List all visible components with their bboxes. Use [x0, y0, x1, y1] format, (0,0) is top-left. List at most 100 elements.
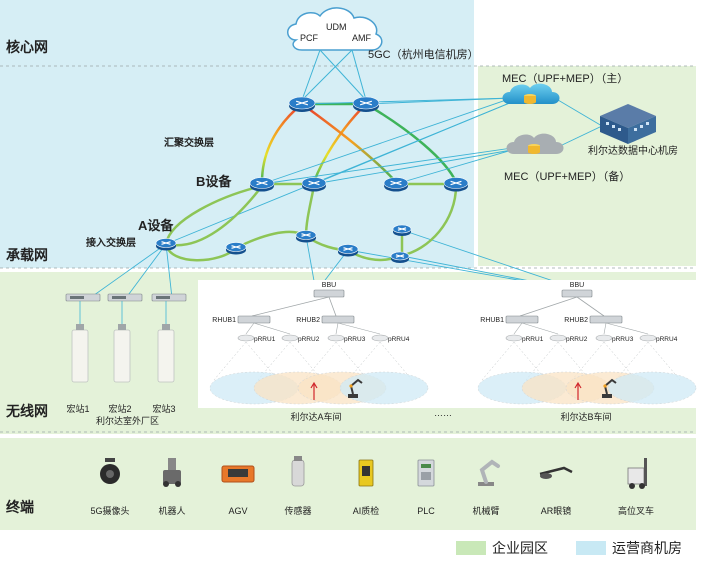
prru-label: pRRU1: [254, 336, 276, 343]
prru-label: pRRU1: [522, 336, 544, 343]
core-links: [301, 49, 367, 101]
ai-inspection-icon: [358, 459, 374, 487]
layer-label-core: 核心网: [6, 39, 48, 55]
enterprise-zone-terminal: [0, 438, 696, 530]
prru-icon: [505, 334, 523, 342]
terminal-label: 机器人: [158, 505, 185, 516]
antenna-icon: [113, 329, 131, 383]
rhub-icon: [589, 315, 623, 324]
router-group: [155, 96, 469, 263]
macro-site-label: 宏站1: [66, 403, 89, 414]
prru-icon: [327, 334, 345, 342]
router-a-5: [392, 224, 412, 236]
robot-icon: [163, 458, 181, 487]
router-b-1: [249, 177, 275, 192]
router-a-1: [155, 238, 177, 251]
bbu-icon: [313, 289, 345, 298]
outdoor-label: 利尔达室外厂区: [96, 415, 159, 426]
prru-icon: [371, 334, 389, 342]
terminal-label: 机械臂: [472, 505, 499, 516]
datacenter-label: 利尔达数据中心机房: [588, 144, 678, 157]
legend-operator-swatch: [576, 541, 606, 555]
legend-operator-label: 运营商机房: [612, 540, 682, 556]
prru-label: pRRU4: [656, 336, 678, 343]
plc-icon: [417, 459, 435, 487]
core-caption: 5GC（杭州电信机房）: [368, 47, 479, 61]
prru-icon: [549, 334, 567, 342]
core-cloud: UDM PCF AMF: [287, 7, 383, 51]
terminal-label: AI质检: [353, 505, 380, 516]
prru-icon: [639, 334, 657, 342]
coverage-area: [339, 371, 429, 405]
terminal-5: AI质检: [353, 459, 380, 516]
mec-primary-label: MEC（UPF+MEP）（主）: [502, 72, 628, 85]
rhub-label: RHUB1: [212, 317, 236, 324]
legend-enterprise-swatch: [456, 541, 486, 555]
robotic-arm-icon: [478, 459, 500, 486]
terminal-label: 5G摄像头: [90, 505, 129, 516]
terminal-4: 传感器: [284, 456, 312, 516]
terminal-label: AR眼镜: [541, 505, 572, 516]
camera-icon: [100, 458, 120, 484]
prru-label: pRRU2: [298, 336, 320, 343]
mec-primary-cloud-icon: [502, 83, 560, 104]
router-core-1: [288, 96, 316, 112]
label-a-device: A设备: [138, 218, 174, 233]
layer-separators: [0, 65, 696, 433]
cloud-amf: AMF: [352, 33, 372, 43]
layer-label-wireless: 无线网: [5, 403, 48, 419]
prru-icon: [281, 334, 299, 342]
macro-site-3: 宏站3: [151, 293, 187, 414]
macro-site-label: 宏站3: [152, 403, 175, 414]
agv-icon: [221, 465, 255, 483]
label-aggregation: 汇聚交换层: [164, 136, 214, 149]
cloud-udm: UDM: [326, 22, 347, 32]
rhub-label: RHUB2: [296, 317, 320, 324]
router-a-3: [295, 230, 317, 243]
terminal-label: PLC: [417, 506, 435, 516]
macro-sites: 宏站1 宏站2 宏站3: [65, 293, 187, 414]
workshop-name: 利尔达A车间: [290, 411, 341, 422]
router-b-4: [443, 177, 469, 192]
prru-label: pRRU3: [344, 336, 366, 343]
antenna-icon: [157, 329, 175, 383]
prru-icon: [237, 334, 255, 342]
prru-label: pRRU4: [388, 336, 410, 343]
terminal-8: AR眼镜: [539, 466, 573, 516]
terminal-label: 传感器: [284, 505, 311, 516]
rhub-icon: [237, 315, 271, 324]
layer-label-transport: 承载网: [6, 247, 48, 263]
macro-site-2: 宏站2: [107, 293, 143, 414]
bbu-label: BBU: [322, 282, 336, 289]
terminal-6: PLC: [417, 459, 435, 516]
rhub-icon: [321, 315, 355, 324]
mec-backup-label: MEC（UPF+MEP）（备）: [504, 169, 630, 183]
router-core-2: [352, 96, 380, 112]
terminal-2: 机器人: [158, 458, 186, 516]
rhub-label: RHUB1: [480, 317, 504, 324]
workshop-a: BBU RHUB1 RHUB2 pRRU1 pRRU2 pRRU3 pRRU4 利尔达A车间: [198, 280, 470, 422]
terminal-7: 机械臂: [472, 459, 500, 516]
forklift-icon: [627, 458, 647, 489]
ar-glasses-icon: [539, 466, 573, 479]
workshop-ellipsis: ……: [434, 408, 452, 418]
terminal-label: 高位叉车: [618, 505, 654, 516]
rhub-icon: [505, 315, 539, 324]
mec-backup-cloud-icon: [506, 133, 564, 154]
router-b-2: [301, 177, 327, 192]
robot-arm-icon: [602, 378, 617, 398]
arrow-up-icon: [310, 381, 318, 400]
macro-site-1: 宏站1: [65, 293, 101, 414]
router-b-3: [383, 177, 409, 192]
prru-icon: [595, 334, 613, 342]
bbu-label: BBU: [570, 282, 584, 289]
datacenter-icon: [600, 104, 656, 144]
layer-label-terminal: 终端: [6, 499, 34, 515]
bbu-icon: [561, 289, 593, 298]
label-b-device: B设备: [196, 174, 232, 189]
router-a-6: [390, 251, 410, 263]
robot-arm-icon: [348, 378, 363, 398]
arrow-up-icon: [574, 381, 582, 400]
